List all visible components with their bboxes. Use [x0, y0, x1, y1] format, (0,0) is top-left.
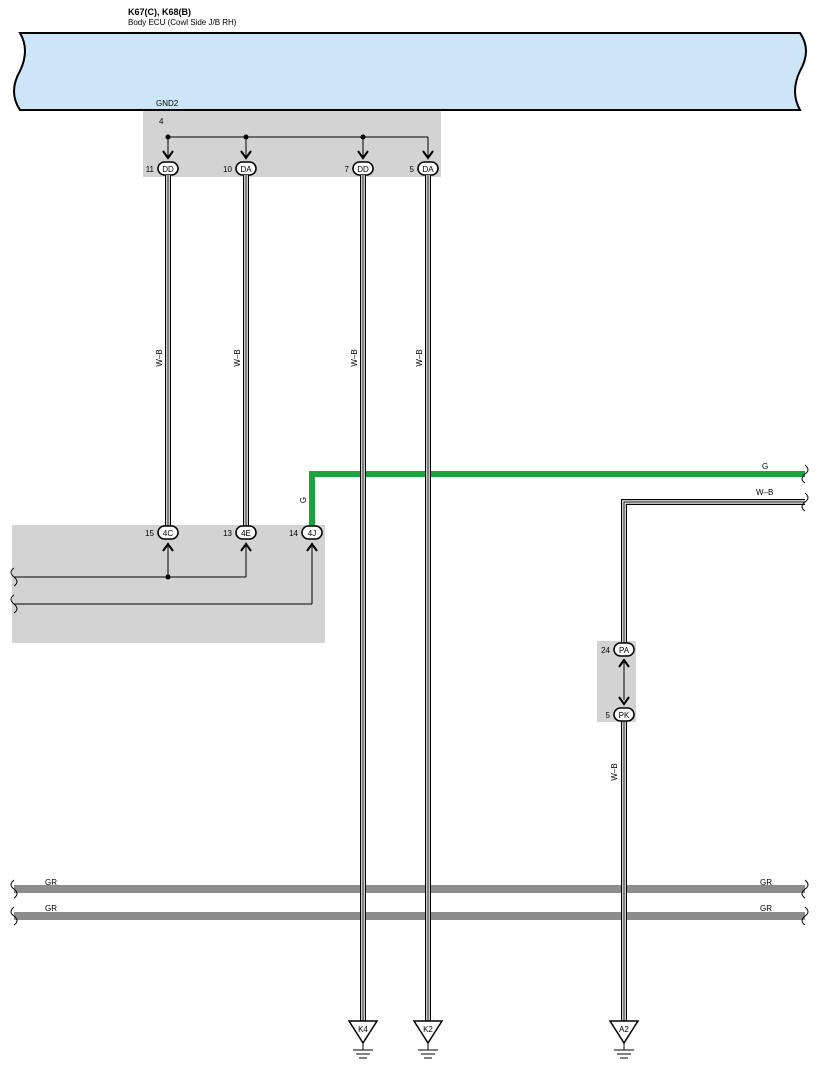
jb-pin-13-4e: 4E 13 — [223, 525, 257, 552]
svg-text:24: 24 — [601, 646, 610, 655]
wire-label-gr: GR — [760, 904, 772, 913]
wire-label-g: G — [762, 462, 768, 471]
wire-label-gr: GR — [45, 878, 57, 887]
splice-dot — [165, 574, 171, 580]
wire-label-wb: W–B — [233, 349, 242, 366]
svg-text:15: 15 — [145, 529, 154, 538]
svg-text:13: 13 — [223, 529, 232, 538]
ecu-pin-label: GND2 — [156, 99, 179, 108]
svg-text:14: 14 — [289, 529, 298, 538]
wire-label-wb: W–B — [610, 763, 619, 780]
splice-dot — [360, 134, 366, 140]
conn-pin-24-pa: PA 24 — [601, 642, 635, 668]
ground-a2: A2 — [608, 1020, 640, 1059]
svg-text:DD: DD — [162, 165, 174, 174]
splice-dot — [243, 134, 249, 140]
splice-dot — [165, 134, 171, 140]
component-name: Body ECU (Cowl Side J/B RH) — [128, 18, 237, 27]
ecu-pin-number: 4 — [159, 117, 164, 126]
wire-label-wb: W–B — [350, 349, 359, 366]
component-connector-ids: K67(C), K68(B) — [128, 7, 192, 17]
svg-text:4E: 4E — [241, 529, 251, 538]
jb-pin-15-4c: 4C 15 — [145, 525, 179, 552]
wire-label-gr: GR — [45, 904, 57, 913]
wire-label-wb: W–B — [756, 488, 773, 497]
svg-text:DA: DA — [240, 165, 252, 174]
svg-text:A2: A2 — [619, 1025, 629, 1034]
body-ecu-block — [13, 32, 807, 111]
junction-block-top — [143, 111, 441, 177]
svg-text:K2: K2 — [423, 1025, 433, 1034]
wire-label-gr: GR — [760, 878, 772, 887]
svg-text:K4: K4 — [358, 1025, 368, 1034]
ground-k4: K4 — [347, 1020, 379, 1059]
wire-label-g: G — [299, 497, 308, 503]
svg-text:DD: DD — [357, 165, 369, 174]
wire-label-wb: W–B — [155, 349, 164, 366]
svg-text:10: 10 — [223, 165, 232, 174]
wire-label-wb: W–B — [415, 349, 424, 366]
svg-text:11: 11 — [146, 165, 155, 174]
wire-wb-right-to-pa — [621, 499, 805, 643]
jb-pin-14-4j: 4J 14 — [289, 525, 323, 552]
svg-text:PK: PK — [619, 711, 630, 720]
svg-text:4C: 4C — [163, 529, 173, 538]
ground-k2: K2 — [412, 1020, 444, 1059]
svg-text:4J: 4J — [308, 529, 316, 538]
jb-pin-7-dd: DD 7 — [345, 150, 374, 176]
wire-g — [309, 471, 805, 526]
svg-text:PA: PA — [619, 646, 630, 655]
svg-text:5: 5 — [606, 711, 611, 720]
wire-break-marks — [10, 464, 809, 926]
svg-text:DA: DA — [422, 165, 434, 174]
svg-text:5: 5 — [410, 165, 415, 174]
svg-text:7: 7 — [345, 165, 350, 174]
junction-block-left — [12, 525, 325, 643]
conn-pin-5-pk: PK 5 — [606, 696, 635, 722]
jb-pin-11-dd: DD 11 — [146, 150, 179, 176]
jb-pin-10-da: DA 10 — [223, 150, 257, 176]
